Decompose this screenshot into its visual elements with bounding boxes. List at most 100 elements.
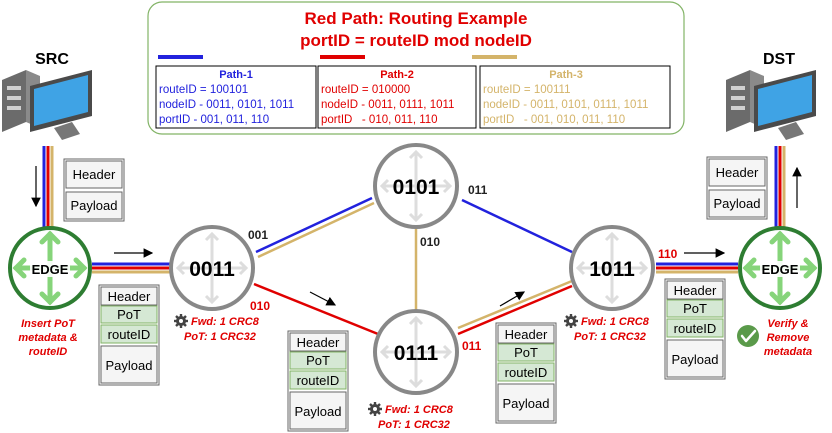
right-edge-label: EDGE xyxy=(762,262,799,277)
path-3-name: Path-3 xyxy=(549,69,583,81)
stack-payload: Payload xyxy=(672,352,719,367)
stack-payload: Payload xyxy=(503,396,550,411)
src-access-links xyxy=(42,146,54,232)
left-note-3: routeID xyxy=(29,346,68,358)
path-1-node: nodeID - 0011, 0101, 1011 xyxy=(159,99,294,111)
right-edge-router: EDGE xyxy=(738,226,822,310)
link-0101-1011-blue xyxy=(461,198,573,254)
stack-pot: PoT xyxy=(306,353,330,368)
gear-icon xyxy=(174,314,188,328)
node-0011: 0011 xyxy=(169,225,255,311)
packet-payload: Payload xyxy=(71,198,118,213)
packet-src: Header Payload xyxy=(63,158,125,222)
node-0111: 0111 xyxy=(373,309,459,395)
dst-access-links xyxy=(774,146,786,232)
path-1-port: portID - 001, 011, 110 xyxy=(159,114,269,126)
flow-arrows xyxy=(31,166,802,307)
port-110: 110 xyxy=(658,247,678,261)
node-0101-label: 0101 xyxy=(393,176,440,199)
packet-stack-4: Header PoT routeID Payload xyxy=(664,278,726,380)
path-1-name: Path-1 xyxy=(219,69,253,81)
port-010-0101: 010 xyxy=(420,235,440,249)
right-note-2: Remove xyxy=(767,332,810,344)
packet-header: Header xyxy=(73,167,116,182)
node-0111-label: 0111 xyxy=(394,342,439,365)
check-circle-icon xyxy=(737,325,759,347)
stack-header: Header xyxy=(108,289,151,304)
node-0011-fwd: Fwd: 1 CRC8 xyxy=(191,316,260,328)
path-3-port: portID - 001, 010, 011, 110 xyxy=(483,114,625,126)
right-edge-links xyxy=(656,262,738,274)
link-0111-1011-red xyxy=(457,284,573,336)
stack-routeid: routeID xyxy=(674,321,717,336)
path-2-port: portID - 010, 011, 110 xyxy=(321,114,438,126)
link-0011-0101-gold xyxy=(257,201,375,259)
packet-payload: Payload xyxy=(714,196,761,211)
path-2-box: Path-2 routeID = 010000 nodeID - 0011, 0… xyxy=(317,65,477,129)
path-2-node: nodeID - 0011, 0111, 1011 xyxy=(321,99,454,111)
path-3-route: routeID = 100111 xyxy=(483,84,571,96)
stack-header: Header xyxy=(505,327,548,342)
link-0111-1011-gold xyxy=(457,279,573,330)
move-arrows-icon xyxy=(575,231,649,305)
left-edge-label: EDGE xyxy=(32,262,69,277)
move-arrows-icon xyxy=(379,315,453,389)
port-010-0011: 010 xyxy=(250,299,270,313)
src-computer-icon xyxy=(2,70,92,140)
stack-payload: Payload xyxy=(106,358,153,373)
path-1-box: Path-1 routeID = 100101 nodeID - 0011, 0… xyxy=(155,65,317,129)
node-0111-pot: PoT: 1 CRC32 xyxy=(378,419,450,431)
move-arrows-icon xyxy=(175,231,249,305)
dst-computer-icon xyxy=(726,70,816,140)
packet-stack-1: Header PoT routeID Payload xyxy=(98,284,160,386)
path-2-name: Path-2 xyxy=(380,69,414,81)
packet-dst: Header Payload xyxy=(706,156,768,220)
core-links xyxy=(253,196,573,336)
stack-header: Header xyxy=(674,283,717,298)
title-line-1: Red Path: Routing Example xyxy=(305,9,528,28)
left-note-2: metadata & xyxy=(18,332,77,344)
stack-pot: PoT xyxy=(117,307,141,322)
node-0011-pot: PoT: 1 CRC32 xyxy=(184,331,256,343)
stack-payload: Payload xyxy=(295,404,342,419)
node-1011-fwd: Fwd: 1 CRC8 xyxy=(581,316,650,328)
right-note-1: Verify & xyxy=(767,318,808,330)
link-0011-0111-red xyxy=(253,282,379,336)
packet-header: Header xyxy=(716,165,759,180)
title-line-2: portID = routeID mod nodeID xyxy=(300,31,532,50)
node-1011: 1011 xyxy=(569,225,655,311)
node-0111-note: Fwd: 1 CRC8 PoT: 1 CRC32 xyxy=(368,402,454,431)
port-001: 001 xyxy=(248,228,268,242)
move-arrows-icon xyxy=(379,149,453,223)
node-1011-pot: PoT: 1 CRC32 xyxy=(574,331,646,343)
src-label: SRC xyxy=(35,51,69,68)
gear-icon xyxy=(564,314,578,328)
left-edge-note: Insert PoT metadata & routeID xyxy=(18,318,77,358)
node-0011-note: Fwd: 1 CRC8 PoT: 1 CRC32 xyxy=(174,314,260,343)
stack-routeid: routeID xyxy=(505,365,548,380)
packet-stack-3: Header PoT routeID Payload xyxy=(495,322,557,424)
stack-pot: PoT xyxy=(683,301,707,316)
node-0011-label: 0011 xyxy=(189,258,235,281)
path-3-node: nodeID - 0011, 0101, 0111, 1011 xyxy=(483,99,648,111)
right-note-3: metadata xyxy=(764,346,812,358)
right-edge-note: Verify & Remove metadata xyxy=(764,318,812,358)
node-1011-label: 1011 xyxy=(589,258,635,281)
node-0101: 0101 xyxy=(373,143,459,229)
left-note-1: Insert PoT xyxy=(21,318,76,330)
left-edge-router: EDGE xyxy=(8,226,92,310)
path-3-box: Path-3 routeID = 100111 nodeID - 0011, 0… xyxy=(479,65,671,129)
title-panel: Red Path: Routing Example portID = route… xyxy=(147,1,685,135)
stack-routeid: routeID xyxy=(108,327,151,342)
node-0111-fwd: Fwd: 1 CRC8 xyxy=(385,404,454,416)
node-1011-note: Fwd: 1 CRC8 PoT: 1 CRC32 xyxy=(564,314,650,343)
path-2-route: routeID = 010000 xyxy=(321,84,410,96)
link-0011-0101-blue xyxy=(255,196,373,254)
stack-pot: PoT xyxy=(514,345,538,360)
stack-routeid: routeID xyxy=(297,373,340,388)
packet-stack-2: Header PoT routeID Payload xyxy=(287,330,349,432)
port-011-0101: 011 xyxy=(468,183,488,197)
path-1-route: routeID = 100101 xyxy=(159,84,248,96)
stack-header: Header xyxy=(297,335,340,350)
